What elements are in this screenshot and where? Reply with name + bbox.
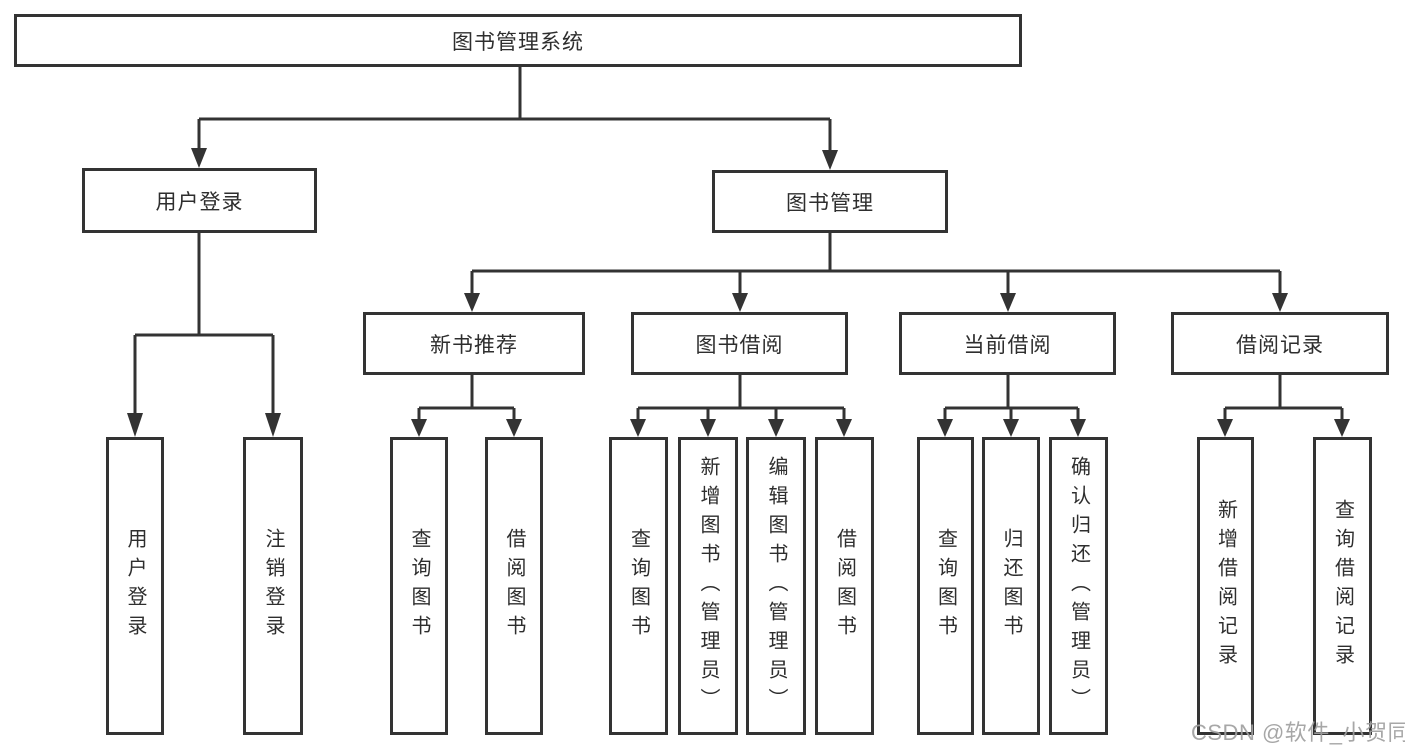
- leaf-borrow-books: 借阅图书: [815, 437, 874, 735]
- leaf-add-borrow-record: 新增借阅记录: [1197, 437, 1254, 735]
- node-label: 图书管理系统: [452, 30, 584, 54]
- watermark: CSDN @软件_小贺同学: [1191, 720, 1405, 745]
- node-label: 借阅记录: [1236, 333, 1324, 357]
- leaf-query-borrow-record: 查询借阅记录: [1313, 437, 1372, 735]
- node-borrowing-records: 借阅记录: [1171, 312, 1389, 375]
- leaf-logout: 注销登录: [243, 437, 303, 735]
- node-new-book-recommend: 新书推荐: [363, 312, 585, 375]
- node-label: 图书管理: [786, 191, 874, 215]
- leaf-query-books-recommend: 查询图书: [390, 437, 448, 735]
- leaf-borrow-books-recommend: 借阅图书: [485, 437, 543, 735]
- node-label: 新书推荐: [430, 333, 518, 357]
- node-current-borrowing: 当前借阅: [899, 312, 1116, 375]
- node-label: 编辑图书（管理员）: [765, 455, 787, 717]
- node-label: 查询图书: [627, 528, 650, 644]
- node-label: 新增借阅记录: [1214, 499, 1237, 673]
- leaf-return-books: 归还图书: [982, 437, 1040, 735]
- node-label: 用户登录: [155, 190, 244, 214]
- node-label: 用户登录: [124, 528, 146, 644]
- node-book-management: 图书管理: [712, 170, 948, 233]
- node-label: 借阅图书: [833, 528, 856, 644]
- leaf-edit-book-admin: 编辑图书（管理员）: [746, 437, 806, 735]
- node-label: 新增图书（管理员）: [697, 455, 719, 717]
- node-label: 注销登录: [262, 528, 284, 644]
- node-label: 确认归还（管理员）: [1067, 455, 1090, 717]
- leaf-query-books-current: 查询图书: [917, 437, 974, 735]
- node-label: 查询图书: [408, 528, 430, 644]
- node-label: 借阅图书: [503, 528, 525, 644]
- leaf-query-books-borrow: 查询图书: [609, 437, 668, 735]
- node-label: 查询借阅记录: [1331, 499, 1354, 673]
- node-library-management-system: 图书管理系统: [14, 14, 1022, 67]
- node-user-login: 用户登录: [82, 168, 317, 233]
- node-label: 图书借阅: [695, 333, 784, 357]
- leaf-confirm-return-admin: 确认归还（管理员）: [1049, 437, 1108, 735]
- node-label: 归还图书: [1000, 528, 1022, 644]
- node-label: 当前借阅: [963, 333, 1052, 357]
- leaf-add-book-admin: 新增图书（管理员）: [678, 437, 738, 735]
- node-label: 查询图书: [934, 528, 957, 644]
- leaf-user-login: 用户登录: [106, 437, 164, 735]
- node-book-borrowing: 图书借阅: [631, 312, 848, 375]
